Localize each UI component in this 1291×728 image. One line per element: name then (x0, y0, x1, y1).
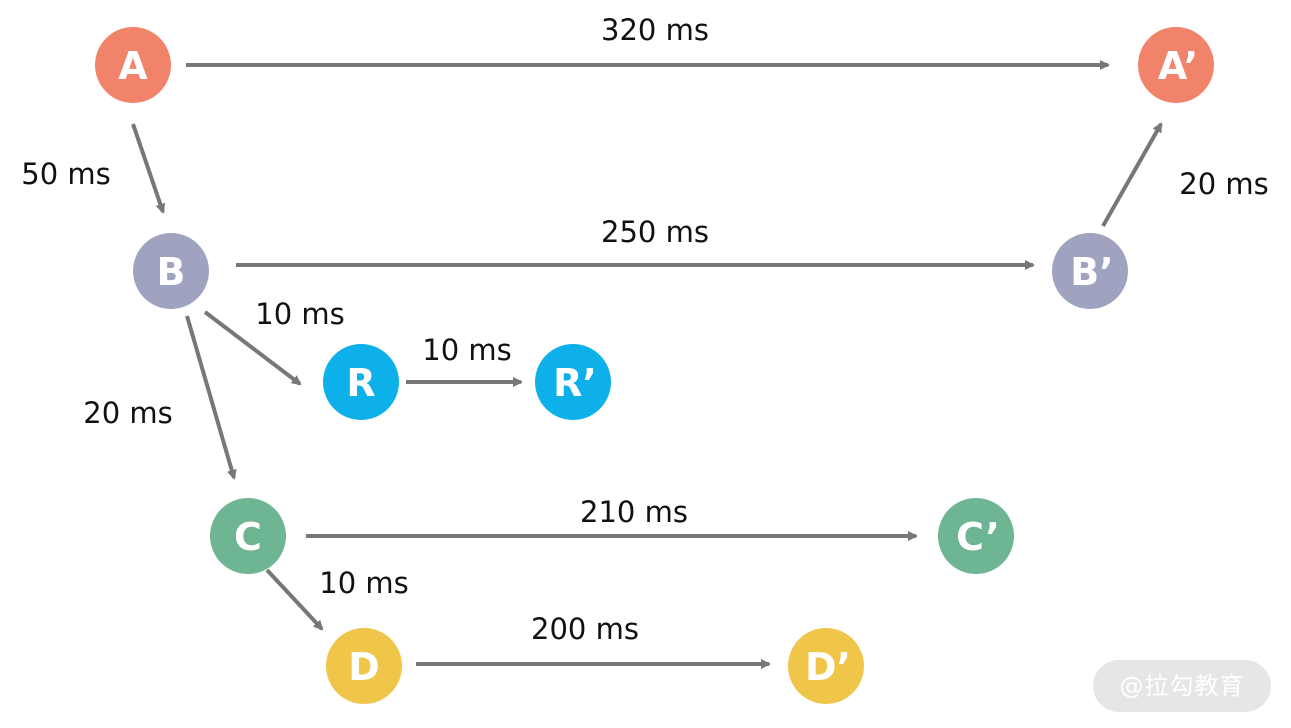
node-d: D (326, 628, 402, 704)
edge-b-to-r (203, 310, 302, 386)
node-r-label: R (346, 361, 375, 405)
node-a: A (95, 27, 171, 103)
label-c-to-d: 10 ms (319, 566, 408, 600)
edge-a-to-b (131, 123, 166, 214)
edge-labels: 320 ms 50 ms 20 ms 250 ms 10 ms 10 ms 20… (21, 13, 1268, 646)
node-c-prime: C’ (938, 498, 1014, 574)
label-b-to-r: 10 ms (255, 297, 344, 331)
edges (131, 60, 1163, 669)
node-b: B (133, 233, 209, 309)
label-a-to-b: 50 ms (21, 157, 110, 191)
label-r-to-r-prime: 10 ms (422, 333, 511, 367)
label-b-to-b-prime: 250 ms (601, 215, 709, 249)
node-d-prime-label: D’ (805, 645, 851, 689)
node-c-label: C (234, 515, 262, 559)
label-c-to-c-prime: 210 ms (580, 495, 688, 529)
node-c-prime-label: C’ (956, 515, 1000, 559)
label-b-to-c: 20 ms (83, 396, 172, 430)
node-a-prime: A’ (1138, 27, 1214, 103)
watermark-badge: @拉勾教育 (1093, 660, 1271, 712)
label-d-to-d-prime: 200 ms (531, 612, 639, 646)
nodes: A A’ B B’ R R’ C C’ (95, 27, 1214, 704)
label-b-prime-to-a-prime: 20 ms (1179, 167, 1268, 201)
node-b-prime-label: B’ (1070, 250, 1113, 294)
node-r-prime: R’ (535, 344, 611, 420)
node-d-label: D (348, 645, 380, 689)
node-r-prime-label: R’ (553, 361, 597, 405)
node-r: R (323, 344, 399, 420)
edge-b-prime-to-a-prime (1101, 122, 1163, 227)
node-d-prime: D’ (788, 628, 864, 704)
label-a-to-a-prime: 320 ms (601, 13, 709, 47)
node-c: C (210, 498, 286, 574)
edge-b-to-c (185, 315, 237, 480)
node-b-label: B (157, 250, 186, 294)
node-a-label: A (118, 44, 148, 88)
node-a-prime-label: A’ (1158, 44, 1198, 88)
edge-c-to-d (265, 568, 324, 631)
node-b-prime: B’ (1052, 233, 1128, 309)
